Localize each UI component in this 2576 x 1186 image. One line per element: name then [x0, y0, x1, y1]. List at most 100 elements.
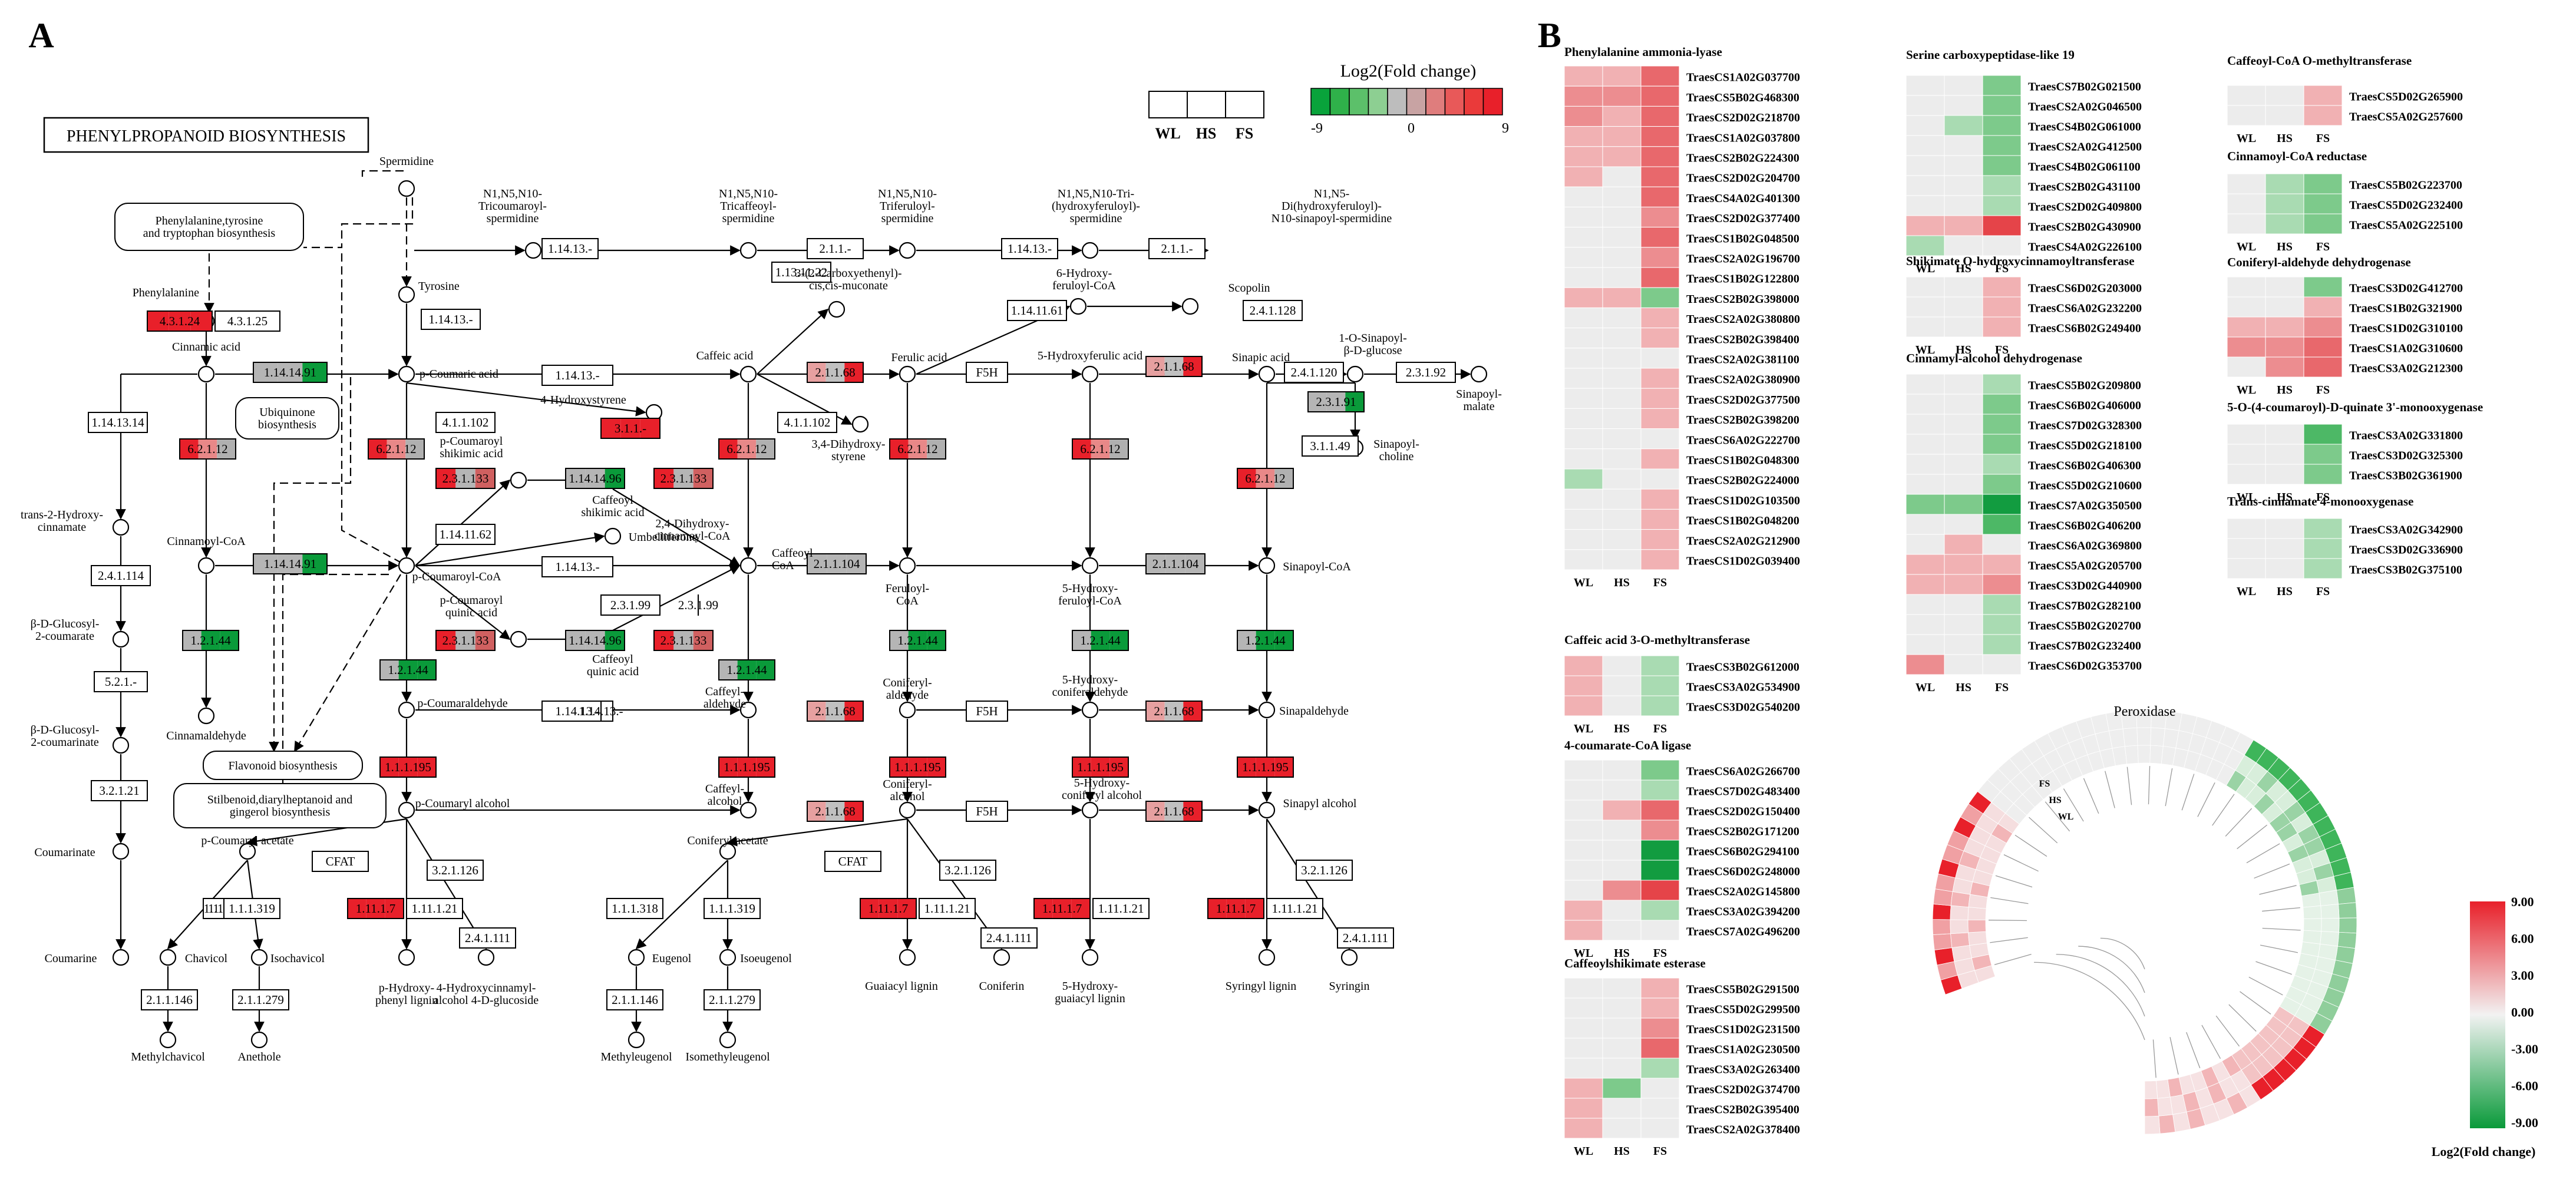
heatmap-cell[interactable]	[1603, 780, 1641, 800]
heatmap-cell[interactable]	[1603, 820, 1641, 840]
heatmap-cell[interactable]	[1944, 115, 1983, 136]
heatmap-cell[interactable]	[1603, 127, 1641, 147]
heatmap-cell[interactable]	[1603, 509, 1641, 529]
enzyme-box[interactable]: 1.14.13.-	[542, 239, 598, 259]
heatmap-cell[interactable]	[1906, 655, 1944, 675]
heatmap-cell[interactable]	[1983, 574, 2021, 594]
heatmap-cell[interactable]	[1983, 394, 2021, 414]
enzyme-box[interactable]: 2.1.1.279	[233, 990, 289, 1010]
heatmap-cell[interactable]	[1944, 156, 1983, 176]
heatmap-cell[interactable]	[1641, 449, 1679, 469]
heatmap-cell[interactable]	[1944, 196, 1983, 216]
enzyme-box[interactable]: 6.2.1.12	[890, 439, 946, 459]
enzyme-box[interactable]: 6.2.1.12	[719, 439, 775, 459]
heatmap-cell[interactable]	[1906, 554, 1944, 574]
peroxidase-cell[interactable]	[2304, 919, 2321, 931]
enzyme-box[interactable]: 3.1.1.49	[1302, 436, 1358, 456]
peroxidase-cell[interactable]	[2151, 728, 2165, 746]
heatmap-cell[interactable]	[1641, 760, 1679, 780]
heatmap-cell[interactable]	[1983, 635, 2021, 655]
heatmap-cell[interactable]	[2304, 85, 2342, 105]
heatmap-cell[interactable]	[1906, 277, 1944, 297]
enzyme-box[interactable]: 1.1.1.195	[719, 757, 775, 777]
heatmap-cell[interactable]	[1944, 394, 1983, 414]
enzyme-box[interactable]: 1.2.1.44	[183, 630, 239, 650]
heatmap-cell[interactable]	[1906, 635, 1944, 655]
enzyme-box[interactable]: 2.1.1.146	[141, 990, 197, 1010]
peroxidase-cell[interactable]	[2339, 918, 2357, 933]
heatmap-cell[interactable]	[1641, 656, 1679, 676]
enzyme-box[interactable]: 1.1.1.195	[380, 757, 436, 777]
peroxidase-cell[interactable]	[1933, 920, 1951, 935]
heatmap-cell[interactable]	[1906, 394, 1944, 414]
heatmap-cell[interactable]	[1564, 1018, 1603, 1038]
enzyme-box[interactable]: 1.14.13.14	[88, 412, 147, 432]
heatmap-cell[interactable]	[1983, 216, 2021, 236]
heatmap-cell[interactable]	[1983, 474, 2021, 494]
heatmap-cell[interactable]	[2227, 105, 2265, 125]
enzyme-box[interactable]: 1.14.14.91	[253, 362, 327, 382]
heatmap-cell[interactable]	[1603, 550, 1641, 570]
heatmap-cell[interactable]	[1564, 656, 1603, 676]
enzyme-box[interactable]: 2.3.1.92	[1396, 362, 1455, 382]
heatmap-cell[interactable]	[1603, 449, 1641, 469]
heatmap-cell[interactable]	[1564, 127, 1603, 147]
heatmap-cell[interactable]	[1944, 554, 1983, 574]
enzyme-box[interactable]: 1.11.1.7	[1208, 898, 1264, 919]
heatmap-cell[interactable]	[1564, 147, 1603, 167]
enzyme-box[interactable]: 1.14.14.96	[566, 468, 625, 488]
heatmap-cell[interactable]	[1641, 408, 1679, 428]
peroxidase-cell[interactable]	[2137, 728, 2151, 745]
heatmap-cell[interactable]	[1603, 489, 1641, 509]
heatmap-cell[interactable]	[1641, 978, 1679, 998]
heatmap-cell[interactable]	[1564, 840, 1603, 860]
heatmap-cell[interactable]	[1983, 115, 2021, 136]
peroxidase-cell[interactable]	[2125, 745, 2138, 764]
heatmap-cell[interactable]	[1564, 489, 1603, 509]
heatmap-cell[interactable]	[1906, 514, 1944, 534]
enzyme-box[interactable]: 1.11.1.21	[1267, 898, 1323, 919]
heatmap-cell[interactable]	[2265, 317, 2304, 337]
peroxidase-cell[interactable]	[1969, 931, 1987, 945]
heatmap-cell[interactable]	[1641, 820, 1679, 840]
heatmap-cell[interactable]	[1603, 308, 1641, 328]
heatmap-cell[interactable]	[1564, 800, 1603, 820]
heatmap-cell[interactable]	[1944, 494, 1983, 514]
heatmap-cell[interactable]	[2227, 297, 2265, 317]
heatmap-cell[interactable]	[1641, 106, 1679, 126]
heatmap-cell[interactable]	[1641, 147, 1679, 167]
heatmap-cell[interactable]	[2227, 277, 2265, 297]
heatmap-cell[interactable]	[1641, 489, 1679, 509]
heatmap-cell[interactable]	[1641, 388, 1679, 408]
heatmap-cell[interactable]	[1564, 920, 1603, 940]
enzyme-box[interactable]: 1.11.1.7	[348, 898, 404, 919]
heatmap-cell[interactable]	[1641, 288, 1679, 308]
heatmap-cell[interactable]	[1603, 530, 1641, 550]
heatmap-cell[interactable]	[1641, 998, 1679, 1018]
enzyme-box[interactable]: 2.4.1.111	[460, 928, 516, 948]
heatmap-cell[interactable]	[1603, 840, 1641, 860]
heatmap-cell[interactable]	[2227, 464, 2265, 484]
peroxidase-cell[interactable]	[1933, 904, 1951, 920]
heatmap-cell[interactable]	[1641, 509, 1679, 529]
heatmap-cell[interactable]	[1564, 530, 1603, 550]
heatmap-cell[interactable]	[2304, 297, 2342, 317]
enzyme-box[interactable]: 1.14.14.96	[566, 630, 625, 650]
heatmap-cell[interactable]	[1564, 900, 1603, 920]
heatmap-cell[interactable]	[2227, 214, 2265, 234]
heatmap-cell[interactable]	[1564, 1078, 1603, 1098]
enzyme-box[interactable]: 6.2.1.12	[1072, 439, 1128, 459]
enzyme-box[interactable]: 2.1.1.68	[807, 701, 863, 721]
enzyme-box[interactable]: 2.4.1.111	[1337, 928, 1393, 948]
heatmap-cell[interactable]	[2304, 214, 2342, 234]
heatmap-cell[interactable]	[2227, 317, 2265, 337]
enzyme-box[interactable]: 2.3.1.91	[1308, 392, 1364, 412]
peroxidase-cell[interactable]	[2145, 1098, 2159, 1116]
heatmap-cell[interactable]	[1603, 978, 1641, 998]
heatmap-cell[interactable]	[1944, 514, 1983, 534]
peroxidase-cell[interactable]	[2138, 745, 2151, 763]
heatmap-cell[interactable]	[1906, 317, 1944, 337]
heatmap-cell[interactable]	[1906, 216, 1944, 236]
heatmap-cell[interactable]	[1564, 1038, 1603, 1058]
heatmap-cell[interactable]	[1603, 1118, 1641, 1138]
